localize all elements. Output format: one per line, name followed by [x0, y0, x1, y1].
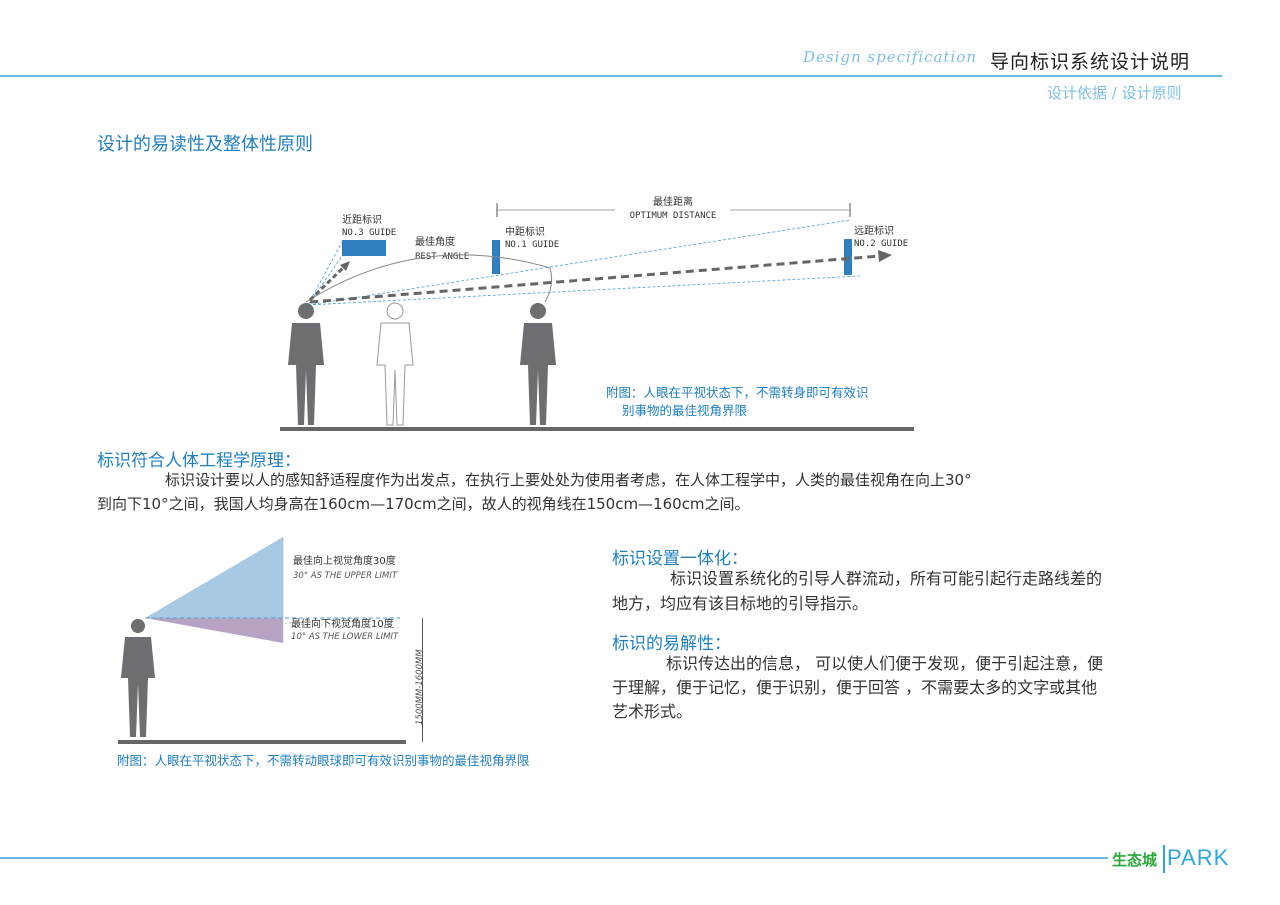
best-angle-en: BEST ANGLE: [415, 252, 469, 262]
header-rule: [0, 75, 1222, 77]
best-angle-cn: 最佳角度: [415, 235, 455, 248]
lower-angle-en: 10° AS THE LOWER LIMIT: [291, 632, 399, 642]
ergonomics-line2: 到向下10°之间，我国人均身高在160cm—170cm之间，故人的视角线在150…: [97, 495, 750, 513]
footer-rule: [0, 857, 1108, 859]
person-figure-small: [121, 619, 155, 737]
clarity-line1: 标识传达出的信息， 可以使人们便于发现，便于引起注意，便: [666, 654, 1104, 673]
upper-angle-cone: [145, 537, 283, 618]
diagram1-caption-line1: 附图：人眼在平视状态下，不需转身即可有效识: [606, 385, 869, 400]
header-subtitle: 设计依据 / 设计原则: [1047, 84, 1182, 102]
ergonomics-heading: 标识符合人体工程学原理：: [97, 451, 301, 471]
diagram1-caption-line2: 别事物的最佳视角界限: [622, 403, 748, 418]
upper-angle-cn: 最佳向上视觉角度30度: [293, 554, 396, 567]
clarity-heading: 标识的易解性：: [612, 634, 731, 654]
near-guide-sign: [342, 240, 386, 256]
clarity-line3: 艺术形式。: [612, 702, 693, 721]
height-label-text: 1500MM-1600MM: [415, 649, 425, 725]
optimum-distance-en: OPTIMUM DISTANCE: [630, 211, 717, 221]
unify-heading: 标识设置一体化：: [612, 549, 748, 569]
diagram2-caption: 附图：人眼在平视状态下，不需转动眼球即可有效识别事物的最佳视角界限: [117, 753, 530, 768]
lower-angle-cone: [145, 618, 283, 643]
footer-logo-cn: 生态城: [1112, 851, 1158, 869]
lower-angle-cn: 最佳向下视觉角度10度: [291, 617, 394, 630]
upper-angle-en: 30° AS THE UPPER LIMIT: [293, 571, 398, 581]
viewing-angle-diagram: 最佳向上视觉角度30度 30° AS THE UPPER LIMIT 最佳向下视…: [118, 537, 406, 744]
person-figure-1: [288, 303, 324, 425]
unify-line2: 地方，均应有该目标地的引导指示。: [612, 594, 869, 613]
clarity-line2: 于理解，便于记忆，便于识别，便于回答 ，不需要太多的文字或其他: [612, 678, 1098, 697]
ground-line-2: [118, 740, 406, 744]
far-guide-sign: [844, 239, 852, 275]
person-figure-3: [520, 303, 556, 425]
section-title: 设计的易读性及整体性原则: [97, 134, 313, 155]
unify-line1: 标识设置系统化的引导人群流动，所有可能引起行走路线差的: [670, 569, 1103, 588]
ground-line-1: [280, 427, 914, 431]
height-label: 1500MM-1600MM: [415, 649, 425, 725]
far-guide-en: NO.2 GUIDE: [854, 239, 908, 249]
near-guide-en: NO.3 GUIDE: [342, 228, 396, 238]
viewing-distance-diagram: 最佳距离 OPTIMUM DISTANCE 近距标识 NO.3 GUIDE 中距…: [280, 195, 914, 431]
mid-guide-cn: 中距标识: [505, 225, 545, 238]
person-figure-outline: [376, 302, 414, 426]
far-guide-cn: 远距标识: [854, 225, 894, 237]
mid-guide-en: NO.1 GUIDE: [505, 240, 559, 250]
optimum-distance-cn: 最佳距离: [653, 195, 693, 208]
near-guide-cn: 近距标识: [342, 213, 382, 226]
header-title: 导向标识系统设计说明: [990, 51, 1191, 73]
footer-logo-bar: [1163, 845, 1165, 873]
ergonomics-line1: 标识设计要以人的感知舒适程度作为出发点，在执行上要处处为使用者考虑，在人体工程学…: [165, 471, 972, 489]
height-marker-line: [422, 618, 423, 742]
footer-logo-en: PARK: [1167, 845, 1230, 870]
design-spec-script: Design specification: [803, 48, 978, 66]
